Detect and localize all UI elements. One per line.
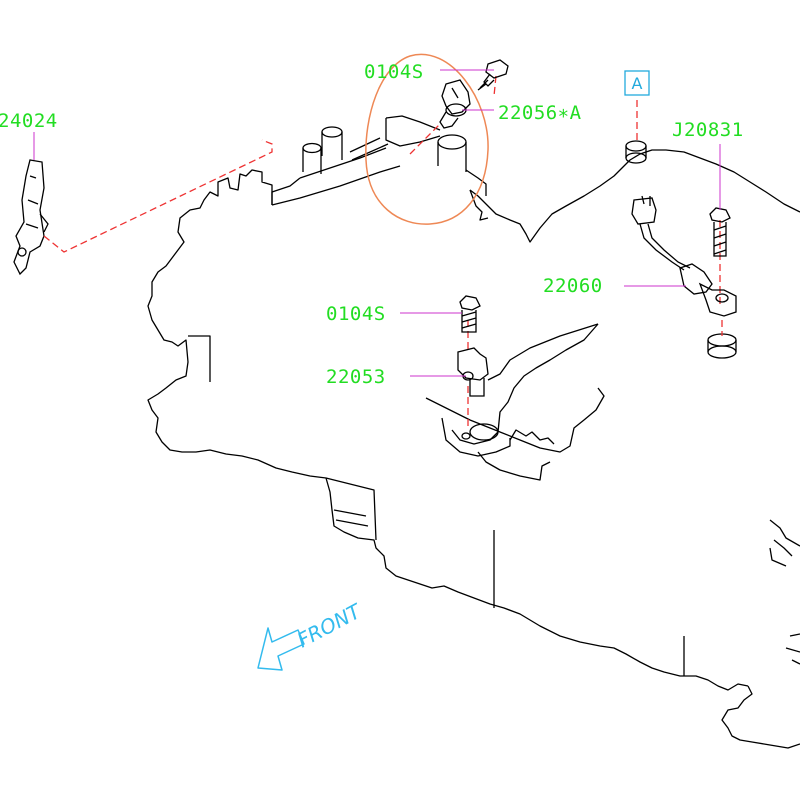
front-label: FRONT <box>293 598 366 652</box>
arrow-left-outline-icon <box>257 627 305 671</box>
label-0104s-top: 0104S <box>364 61 424 83</box>
engine-block-outline <box>147 115 800 749</box>
front-indicator: FRONT <box>257 598 366 671</box>
label-22056a: 22056∗A <box>498 102 582 124</box>
highlight-circle <box>365 53 489 225</box>
label-22060: 22060 <box>543 275 603 297</box>
knock-bolt-part <box>709 207 731 257</box>
reference-marker-label: A <box>632 74 643 93</box>
label-j20831: J20831 <box>672 119 744 141</box>
leader-lines <box>33 69 721 377</box>
crank-sensor-part <box>457 347 489 397</box>
bolt-top-part <box>477 59 509 91</box>
label-22053: 22053 <box>326 366 386 388</box>
bracket-part <box>13 159 49 276</box>
knock-sensor-part <box>631 195 737 317</box>
bolt-mid-part <box>459 295 481 333</box>
part-labels: 24024 0104S 22056∗A J20831 22060 0104S 2… <box>0 61 744 388</box>
cam-sensor-part <box>439 79 471 129</box>
label-24024: 24024 <box>0 110 58 132</box>
label-0104s-mid: 0104S <box>326 303 386 325</box>
reference-marker-a: A <box>624 70 650 96</box>
